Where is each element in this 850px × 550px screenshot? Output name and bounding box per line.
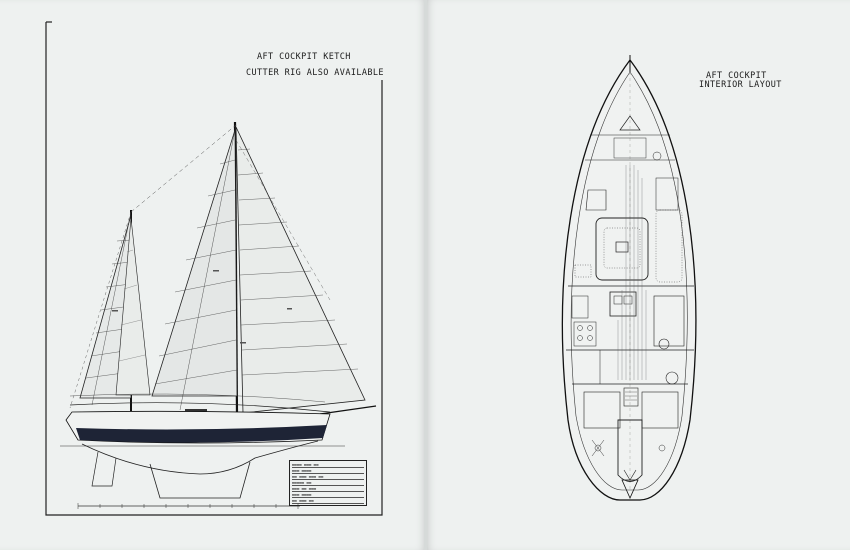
rudder <box>91 451 117 487</box>
cabin-sole-planking <box>617 165 647 380</box>
title-block-stamp: ▬▬▬▬ ▬▬▬ ▬▬ ▬▬▬ ▬▬▬▬ ▬▬ ▬▬▬ ▬▬▬ ▬▬ ▬▬▬▬▬… <box>289 460 367 506</box>
forward-berth-port <box>585 189 607 211</box>
sail-plan-drawing <box>45 21 383 516</box>
genoa-sail <box>235 126 366 414</box>
bowsprit <box>319 405 377 415</box>
page-gutter <box>424 0 427 550</box>
stern-rudder <box>621 479 639 499</box>
galley-stove <box>573 321 597 347</box>
interior-layout-drawing <box>561 55 697 501</box>
layout-title-line2: INTERIOR LAYOUT <box>699 80 782 90</box>
hull-underbody <box>81 440 319 475</box>
drawing-subtitle: CUTTER RIG ALSO AVAILABLE <box>246 68 384 78</box>
main-sail <box>151 129 238 397</box>
layout-title-line1: AFT COCKPIT <box>706 71 767 81</box>
mizzen-staysail <box>115 217 151 396</box>
hull-stripe <box>76 425 327 443</box>
keel <box>149 461 251 499</box>
forepeak <box>619 115 641 131</box>
galley-sink <box>609 291 637 317</box>
companionway <box>623 387 639 407</box>
saloon-settee <box>655 209 683 283</box>
aft-cabin-berth <box>583 391 621 429</box>
drawing-title: AFT COCKPIT KETCH <box>257 52 351 62</box>
cockpit <box>617 419 643 482</box>
saloon-dinette <box>595 217 649 281</box>
heads <box>653 295 685 347</box>
